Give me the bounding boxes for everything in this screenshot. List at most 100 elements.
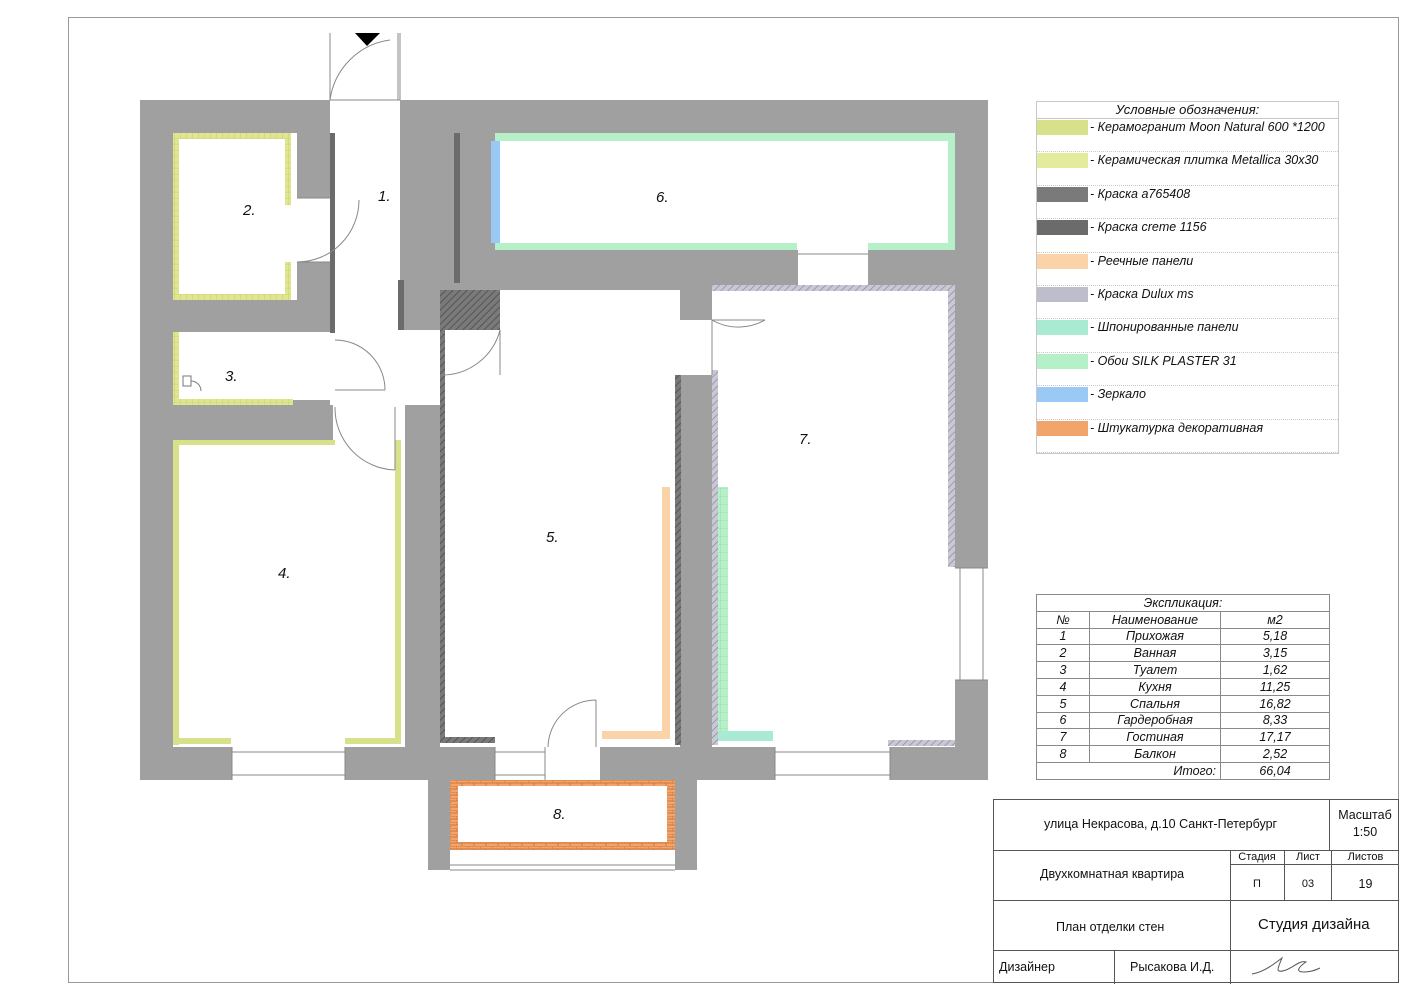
room-2-label: 2.: [243, 202, 256, 219]
legend-swatch: [1037, 286, 1088, 302]
sheets-label: Листов: [1347, 851, 1384, 863]
row-number: 8: [1036, 745, 1090, 763]
row-number: 5: [1036, 694, 1090, 713]
row-name: Гардеробная: [1089, 711, 1221, 730]
scale-label: Масштаб: [1338, 808, 1392, 822]
col-name: Наименование: [1089, 610, 1221, 629]
legend-item: - Обои SILK PLASTER 31: [1037, 353, 1338, 387]
legend-swatch: [1037, 353, 1088, 369]
room-1-label: 1.: [378, 188, 391, 205]
room-6-label: 6.: [656, 189, 669, 206]
stage-value: П: [1253, 878, 1261, 890]
row-name: Прихожая: [1089, 627, 1221, 646]
row-area: 5,18: [1220, 627, 1330, 646]
row-name: Балкон: [1089, 745, 1221, 763]
title-block: улица Некрасова, д.10 Санкт-Петербург Ма…: [993, 799, 1399, 984]
legend-swatch: [1037, 120, 1088, 135]
designer-label: Дизайнер: [999, 960, 1055, 974]
row-number: 1: [1036, 627, 1090, 646]
row-number: 7: [1036, 728, 1090, 747]
room-3-label: 3.: [225, 368, 238, 385]
legend-label: - Краска creme 1156: [1090, 220, 1207, 235]
legend-item: - Штукатурка декоративная: [1037, 420, 1338, 453]
row-area: 16,82: [1220, 694, 1330, 713]
explication-title: Экспликация:: [1036, 594, 1330, 612]
designer-name: Рысакова И.Д.: [1130, 960, 1215, 974]
entrance-marker: [355, 33, 380, 46]
room-4-label: 4.: [278, 565, 291, 582]
room-5-label: 5.: [546, 529, 559, 546]
drawing-frame: [68, 17, 1399, 983]
legend-swatch: [1037, 186, 1088, 202]
total-value: 66,04: [1220, 761, 1330, 780]
wall-finishes: [173, 133, 955, 850]
legend-label: - Зеркало: [1090, 387, 1146, 402]
legend-swatch: [1037, 387, 1088, 403]
legend-label: - Реечные панели: [1090, 253, 1194, 268]
row-number: 3: [1036, 661, 1090, 679]
legend-swatch: [1037, 253, 1088, 269]
legend: Условные обозначения: - Керамогранит Moo…: [1036, 101, 1339, 454]
legend-title: Условные обозначения:: [1037, 102, 1338, 119]
legend-swatch: [1037, 153, 1088, 169]
row-area: 2,52: [1220, 745, 1330, 763]
row-area: 3,15: [1220, 644, 1330, 663]
legend-item: - Краска creme 1156: [1037, 219, 1338, 253]
legend-swatch: [1037, 320, 1088, 336]
legend-item: - Реечные панели: [1037, 253, 1338, 286]
row-name: Туалет: [1089, 661, 1221, 679]
row-name: Спальня: [1089, 694, 1221, 713]
legend-label: - Керамическая плитка Metallica 30x30: [1090, 153, 1319, 168]
row-number: 6: [1036, 711, 1090, 730]
scale-value: 1:50: [1352, 825, 1378, 839]
legend-label: - Краска a765408: [1090, 186, 1191, 201]
legend-label: - Шпонированные панели: [1090, 320, 1239, 335]
row-area: 1,62: [1220, 661, 1330, 679]
legend-item: - Краска Dulux ms: [1037, 286, 1338, 320]
drawing-title: План отделки стен: [1056, 920, 1165, 934]
legend-item: - Зеркало: [1037, 386, 1338, 420]
sheets-value: 19: [1358, 877, 1373, 891]
col-area: м2: [1220, 610, 1330, 629]
legend-item: - Керамогранит Moon Natural 600 *1200: [1037, 119, 1338, 153]
legend-item: - Шпонированные панели: [1037, 319, 1338, 353]
sheet-value: 03: [1301, 878, 1315, 890]
legend-swatch: [1037, 220, 1088, 236]
address: улица Некрасова, д.10 Санкт-Петербург: [1044, 817, 1278, 831]
stage-label: Стадия: [1238, 851, 1276, 863]
legend-item: - Краска a765408: [1037, 186, 1338, 220]
legend-item: - Керамическая плитка Metallica 30x30: [1037, 152, 1338, 186]
col-number: №: [1036, 610, 1090, 629]
legend-label: - Краска Dulux ms: [1090, 286, 1194, 301]
legend-label: - Штукатурка декоративная: [1090, 420, 1264, 435]
room-7-label: 7.: [799, 431, 812, 448]
row-name: Кухня: [1089, 677, 1221, 696]
openings: [231, 33, 988, 871]
signature: [1251, 956, 1321, 975]
legend-label: - Керамогранит Moon Natural 600 *1200: [1090, 120, 1325, 134]
project-name: Двухкомнатная квартира: [1040, 867, 1185, 881]
room-8-label: 8.: [553, 806, 566, 823]
row-number: 2: [1036, 644, 1090, 663]
legend-swatch: [1037, 420, 1088, 436]
row-name: Ванная: [1089, 644, 1221, 663]
row-area: 8,33: [1220, 711, 1330, 730]
sheet-label: Лист: [1296, 851, 1320, 863]
row-name: Гостиная: [1089, 728, 1221, 747]
studio-name: Студия дизайна: [1258, 916, 1370, 933]
total-label: Итого:: [1036, 761, 1221, 780]
row-area: 11,25: [1220, 677, 1330, 696]
row-area: 17,17: [1220, 728, 1330, 747]
row-number: 4: [1036, 677, 1090, 696]
legend-label: - Обои SILK PLASTER 31: [1090, 353, 1237, 368]
